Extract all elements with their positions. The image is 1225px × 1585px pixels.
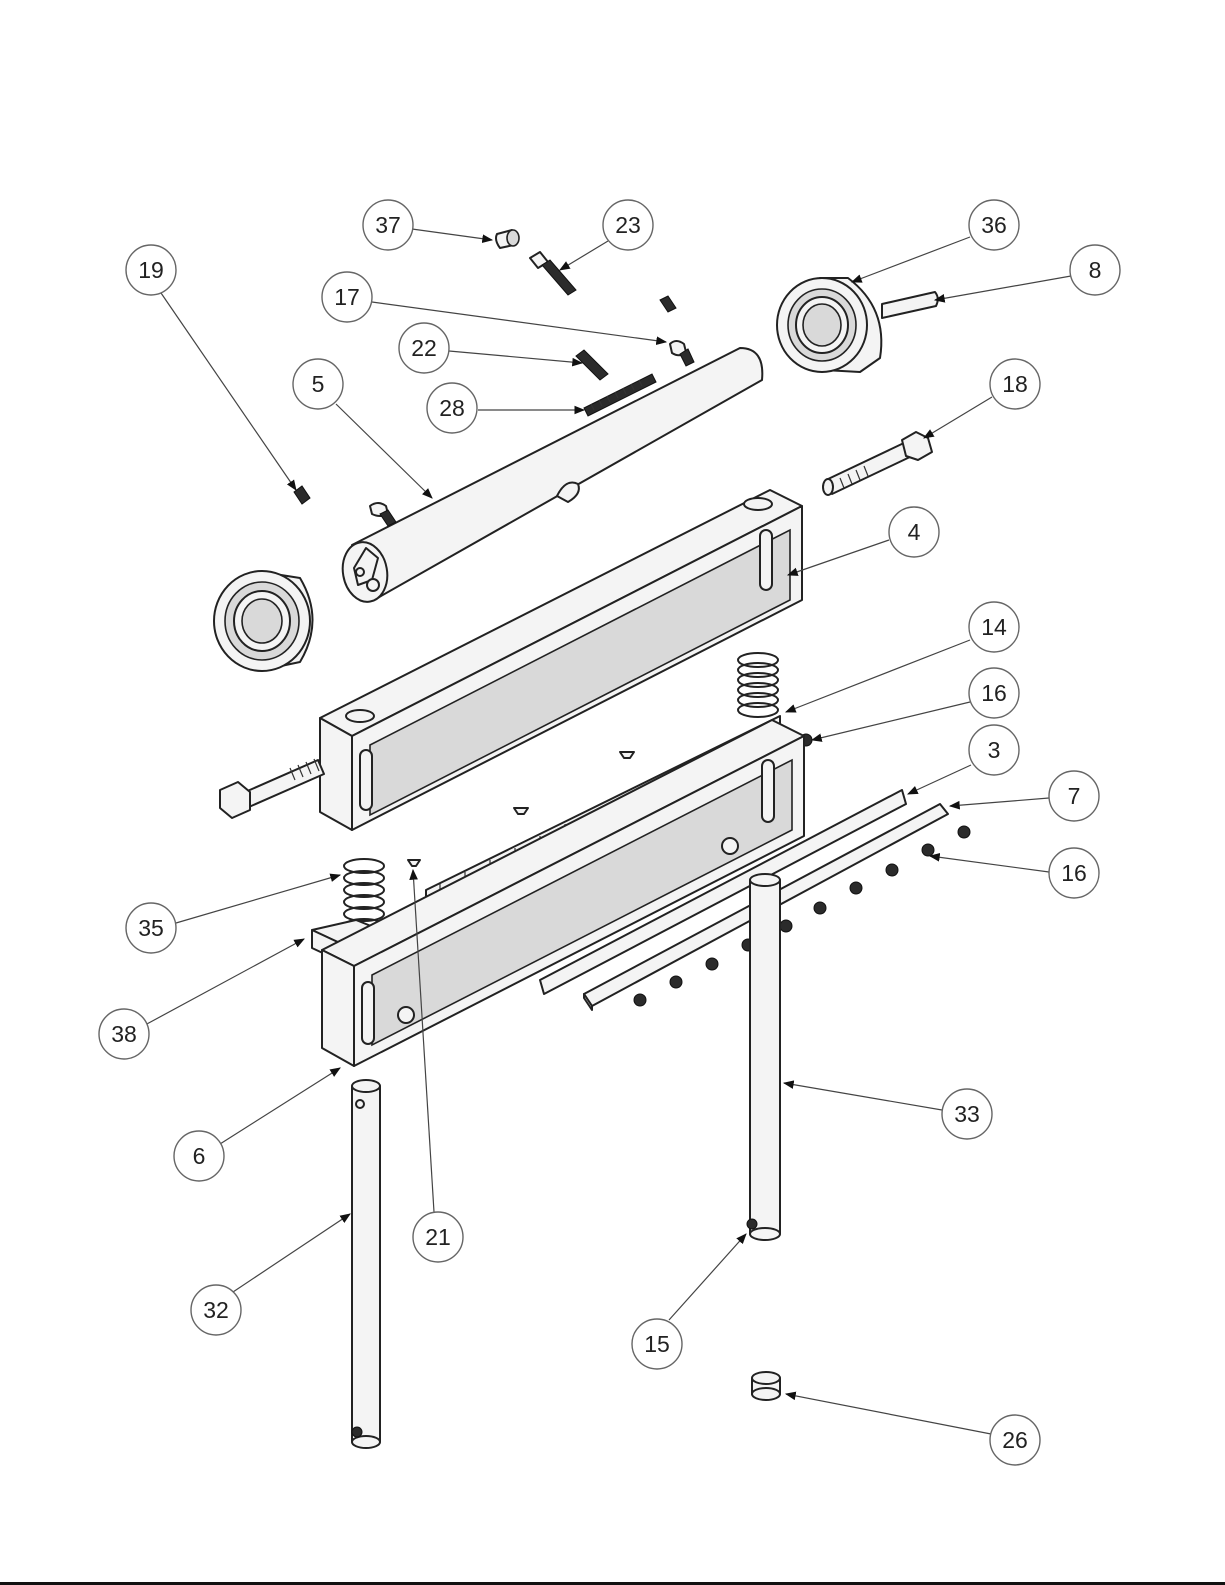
balloon-label: 37 [375, 212, 401, 238]
balloon-26: 26 [990, 1415, 1040, 1465]
balloon-label: 23 [615, 212, 641, 238]
part-26-cap [752, 1372, 780, 1400]
balloon-label: 32 [203, 1297, 229, 1323]
balloon-17: 17 [322, 272, 372, 322]
part-tube-screw [370, 503, 396, 526]
part-17-screw [670, 341, 694, 366]
balloon-label: 5 [312, 371, 325, 397]
balloon-label: 21 [425, 1224, 451, 1250]
balloon-label: 17 [334, 284, 360, 310]
balloon-5: 5 [293, 359, 343, 409]
part-8-shaft [882, 292, 938, 318]
part-36-bearing [777, 278, 881, 372]
balloon-38: 38 [99, 1009, 149, 1059]
balloon-label: 22 [411, 335, 437, 361]
balloon-18: 18 [990, 359, 1040, 409]
balloon-16-lower: 16 [1049, 848, 1099, 898]
balloon-label: 35 [138, 915, 164, 941]
balloon-label: 7 [1068, 783, 1081, 809]
balloon-15: 15 [632, 1319, 682, 1369]
balloon-6: 6 [174, 1131, 224, 1181]
part-left-bearing [214, 571, 313, 671]
balloon-label: 26 [1002, 1427, 1028, 1453]
balloon-label: 15 [644, 1331, 670, 1357]
balloon-37: 37 [363, 200, 413, 250]
balloon-32: 32 [191, 1285, 241, 1335]
balloon-3: 3 [969, 725, 1019, 775]
balloon-label: 6 [193, 1143, 206, 1169]
part-22-pin [576, 350, 608, 380]
part-19-set-screw [294, 486, 310, 504]
balloon-33: 33 [942, 1089, 992, 1139]
balloon-14: 14 [969, 602, 1019, 652]
balloon-label: 16 [981, 680, 1007, 706]
balloon-label: 4 [908, 519, 921, 545]
part-14-spring [738, 653, 778, 717]
balloon-label: 16 [1061, 860, 1087, 886]
balloon-label: 38 [111, 1021, 137, 1047]
balloon-label: 19 [138, 257, 164, 283]
balloon-7: 7 [1049, 771, 1099, 821]
balloon-36: 36 [969, 200, 1019, 250]
part-18-bolt [823, 432, 932, 495]
balloon-4: 4 [889, 507, 939, 557]
balloon-label: 14 [981, 614, 1007, 640]
balloon-28: 28 [427, 383, 477, 433]
balloon-21: 21 [413, 1212, 463, 1262]
balloon-label: 28 [439, 395, 465, 421]
balloon-label: 36 [981, 212, 1007, 238]
balloon-23: 23 [603, 200, 653, 250]
balloon-19: 19 [126, 245, 176, 295]
balloon-8: 8 [1070, 245, 1120, 295]
part-32-left-leg [352, 1080, 380, 1448]
part-37-cap [496, 230, 519, 248]
balloon-label: 3 [988, 737, 1001, 763]
balloon-label: 18 [1002, 371, 1028, 397]
part-33-right-leg [747, 874, 780, 1240]
balloon-22: 22 [399, 323, 449, 373]
part-23-bolt [530, 252, 576, 295]
part-long-bolt-left [220, 759, 324, 818]
balloon-16-upper: 16 [969, 668, 1019, 718]
part-set-screw [660, 296, 676, 312]
balloon-35: 35 [126, 903, 176, 953]
balloon-label: 8 [1089, 257, 1102, 283]
balloon-label: 33 [954, 1101, 980, 1127]
